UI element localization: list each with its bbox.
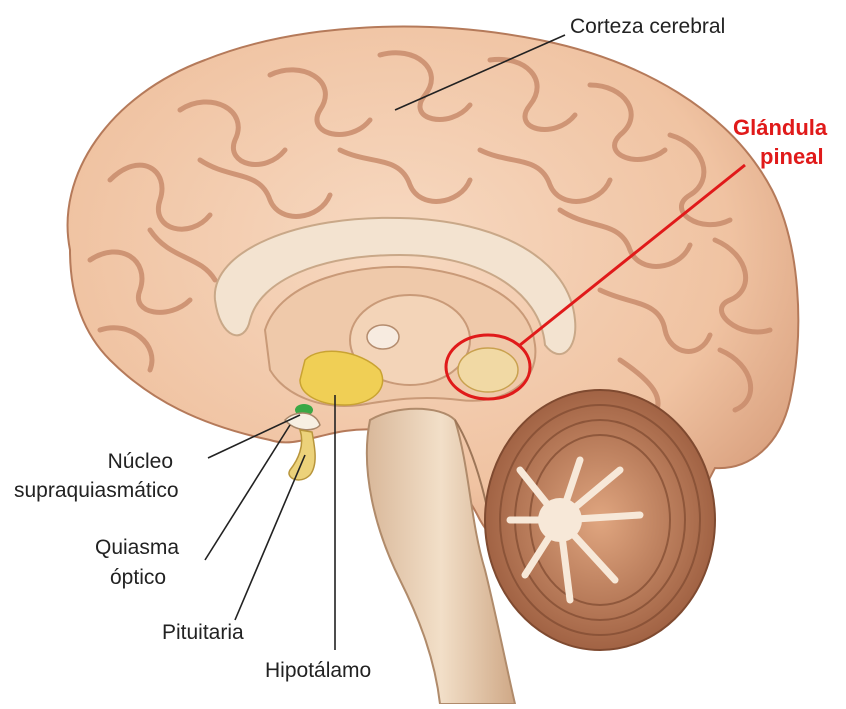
quiasma-leader (205, 425, 290, 560)
label-hipotalamo: Hipotálamo (265, 658, 371, 684)
interthalamic-adhesion (367, 325, 399, 349)
label-nucleo-line1: Núcleo (73, 449, 173, 475)
label-corteza-cerebral: Corteza cerebral (570, 14, 725, 40)
label-pituitaria: Pituitaria (162, 620, 244, 646)
label-quiasma-line2: óptico (110, 565, 166, 591)
arbor-vitae-center (538, 498, 582, 542)
label-glandula-line1: Glándula (733, 115, 827, 141)
pituitaria-leader (235, 455, 305, 620)
label-nucleo-line2: supraquiasmático (14, 478, 179, 504)
label-quiasma-line1: Quiasma (95, 535, 179, 561)
pineal-gland (458, 348, 518, 392)
label-glandula-line2: pineal (760, 144, 824, 170)
